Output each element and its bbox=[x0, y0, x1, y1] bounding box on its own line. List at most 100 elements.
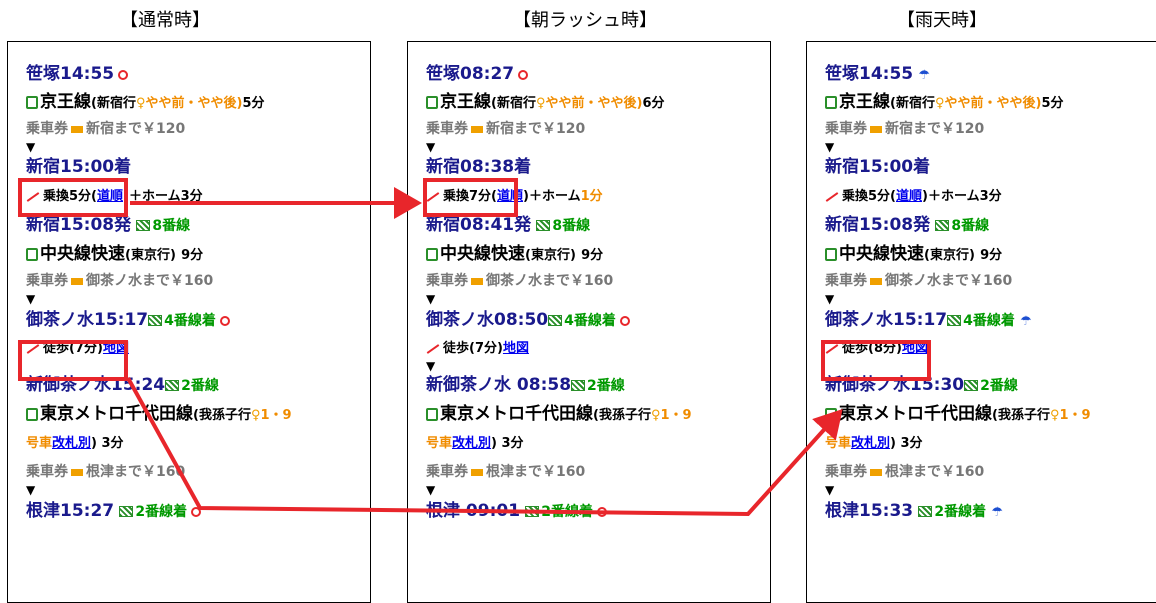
exit-link[interactable]: 改札別 bbox=[452, 436, 492, 451]
car-position: 1・9 bbox=[1059, 408, 1091, 423]
umbrella-icon: ☂ bbox=[918, 68, 931, 83]
transfer-row: 乗換5分(道順)＋ホーム3分 bbox=[825, 187, 1002, 207]
platform-flag-icon bbox=[165, 380, 180, 391]
down-arrow: ▼ bbox=[26, 140, 36, 154]
departure-station: 新宿08:41発 bbox=[426, 215, 532, 235]
origin-station: 笹塚14:55 bbox=[26, 64, 115, 84]
transfer-label: 乗換5分( bbox=[43, 189, 97, 204]
lightbulb-icon: ♀ bbox=[250, 408, 261, 423]
platform: 4番線着 bbox=[963, 313, 1015, 329]
platform: 8番線 bbox=[152, 218, 191, 234]
arrival-station: 御茶ノ水15:17 bbox=[825, 310, 948, 330]
fare-label: 乗車券 bbox=[26, 464, 68, 480]
down-arrow: ▼ bbox=[426, 292, 436, 306]
line-dest: (我孫子行 bbox=[193, 408, 251, 423]
line-name: 東京メトロ千代田線 bbox=[839, 404, 992, 424]
line-row: 京王線(新宿行♀やや前・やや後)5分 bbox=[825, 92, 1063, 114]
lightbulb-icon: ♀ bbox=[535, 96, 546, 111]
down-arrow: ▼ bbox=[825, 292, 835, 306]
arrival-station: 新宿08:38着 bbox=[426, 157, 532, 177]
heading-rainy: 【雨天時】 bbox=[897, 10, 987, 31]
train-icon bbox=[426, 408, 438, 421]
fare-label: 乗車券 bbox=[825, 464, 867, 480]
line-dest: (我孫子行 bbox=[992, 408, 1050, 423]
transfer-rest: )＋ホーム3分 bbox=[922, 189, 1002, 204]
heading-normal: 【通常時】 bbox=[120, 10, 210, 31]
fare-label: 乗車券 bbox=[26, 273, 68, 289]
walk-row: 徒歩(8分)地図 bbox=[825, 339, 928, 359]
map-link[interactable]: 地図 bbox=[102, 341, 129, 356]
platform-flag-icon bbox=[148, 315, 163, 326]
exit-link[interactable]: 改札別 bbox=[52, 436, 92, 451]
train-icon bbox=[26, 408, 38, 421]
platform-flag-icon bbox=[935, 220, 950, 231]
train-icon bbox=[825, 248, 837, 261]
down-arrow: ▼ bbox=[426, 483, 436, 497]
transfer-label: 乗換7分( bbox=[443, 189, 497, 204]
down-arrow: ▼ bbox=[825, 483, 835, 497]
line-duration: 9分 bbox=[581, 248, 604, 263]
line-name: 京王線 bbox=[440, 92, 491, 112]
platform-flag-icon bbox=[947, 315, 962, 326]
fare-label: 乗車券 bbox=[26, 121, 68, 137]
platform: 4番線着 bbox=[564, 313, 616, 329]
platform: 8番線 bbox=[951, 218, 990, 234]
origin-station: 笹塚14:55 bbox=[825, 64, 914, 84]
route-link[interactable]: 道順 bbox=[896, 189, 923, 204]
line-row: 中央線快速(東京行) 9分 bbox=[426, 244, 603, 266]
fare-row: 乗車券御茶ノ水まで￥160 bbox=[825, 271, 1012, 291]
fare-row: 乗車券根津まで￥160 bbox=[426, 462, 585, 482]
highlight-box-walk-rainy bbox=[821, 340, 931, 381]
ticket-icon bbox=[71, 277, 83, 285]
walk-label: 徒歩(8分) bbox=[842, 341, 902, 356]
train-icon bbox=[426, 248, 438, 261]
fare-text: 根津まで￥160 bbox=[86, 464, 186, 480]
platform-flag-icon bbox=[964, 380, 979, 391]
line-duration: 9分 bbox=[181, 248, 204, 263]
fare-text: 根津まで￥160 bbox=[885, 464, 985, 480]
exit-link[interactable]: 改札別 bbox=[851, 436, 891, 451]
arrival-row: 根津15:27 2番線着 bbox=[26, 501, 202, 522]
line-row-cont: 号車改札別) 3分 bbox=[825, 434, 923, 454]
fare-label: 乗車券 bbox=[426, 273, 468, 289]
line-dest: (東京行) bbox=[525, 248, 576, 263]
line-dest: (新宿行 bbox=[890, 96, 935, 111]
fare-row: 乗車券御茶ノ水まで￥160 bbox=[426, 271, 613, 291]
down-arrow: ▼ bbox=[426, 359, 436, 373]
down-arrow: ▼ bbox=[426, 140, 436, 154]
fare-row: 乗車券 新宿まで￥120 bbox=[26, 119, 185, 139]
ticket-icon bbox=[71, 125, 83, 133]
line-name: 東京メトロ千代田線 bbox=[40, 404, 193, 424]
line-duration: ) 3分 bbox=[890, 436, 923, 451]
map-link[interactable]: 地図 bbox=[901, 341, 928, 356]
platform-flag-icon bbox=[136, 220, 151, 231]
platform-flag-icon bbox=[918, 506, 933, 517]
line-duration: 5分 bbox=[242, 96, 265, 111]
platform-flag-icon bbox=[119, 506, 134, 517]
car-position: 号車 bbox=[426, 436, 453, 451]
arrival-station: 新宿15:00着 bbox=[26, 157, 132, 177]
departure-station: 新御茶ノ水 08:58 bbox=[426, 375, 572, 395]
car-position: やや前・やや後) bbox=[944, 96, 1042, 111]
sun-icon bbox=[118, 69, 129, 80]
ticket-icon bbox=[870, 468, 882, 476]
origin-row: 笹塚14:55 ☂ bbox=[825, 64, 930, 86]
sun-icon bbox=[518, 69, 529, 80]
fare-row: 乗車券 根津まで￥160 bbox=[26, 462, 185, 482]
heading-morning-rush: 【朝ラッシュ時】 bbox=[513, 10, 657, 31]
line-name: 京王線 bbox=[40, 92, 91, 112]
lightbulb-icon: ♀ bbox=[135, 96, 146, 111]
line-duration: 9分 bbox=[980, 248, 1003, 263]
map-link[interactable]: 地図 bbox=[502, 341, 529, 356]
lightbulb-icon: ♀ bbox=[934, 96, 945, 111]
train-icon bbox=[26, 248, 38, 261]
fare-row: 乗車券新宿まで￥120 bbox=[825, 119, 984, 139]
line-name: 中央線快速 bbox=[40, 244, 125, 264]
route-link[interactable]: 道順 bbox=[97, 189, 124, 204]
line-row: 京王線(新宿行♀やや前・やや後)5分 bbox=[26, 92, 264, 114]
transfer-label: 乗換5分( bbox=[842, 189, 896, 204]
line-dest: (東京行) bbox=[924, 248, 975, 263]
fare-text: 新宿まで￥120 bbox=[86, 121, 186, 137]
